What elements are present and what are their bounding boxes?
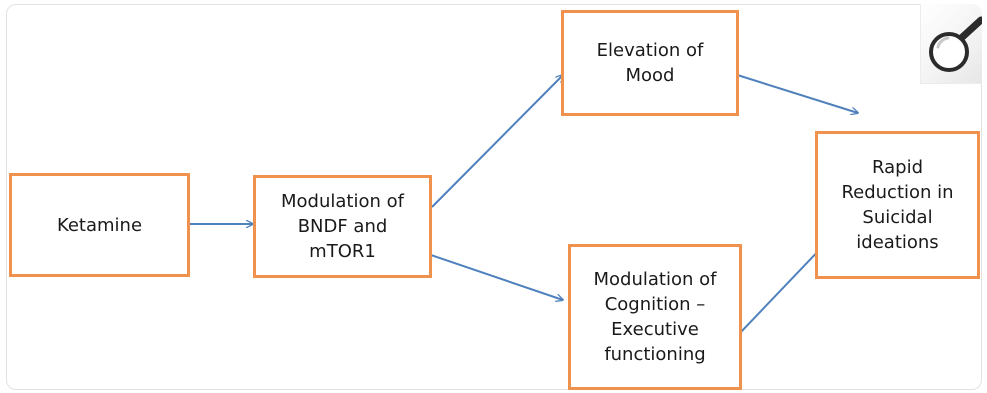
node-ketamine-label: Ketamine [56,214,143,236]
node-modulation-bndf-label: Modulation of BNDF and mTOR1 [281,191,404,262]
zoom-button[interactable] [920,4,982,84]
node-rapid-reduction-label: Rapid Reduction in Suicidal ideations [841,157,954,253]
node-elevation-mood-label: Elevation of Mood [596,40,704,86]
arrow-modulation-bndf-to-modulation-cognition [424,252,563,300]
node-modulation-bndf: Modulation of BNDF and mTOR1 [253,175,432,278]
node-modulation-cognition: Modulation of Cognition – Executive func… [568,244,742,390]
arrow-modulation-bndf-to-elevation-mood [431,75,563,208]
magnifier-icon [929,16,982,72]
node-elevation-mood: Elevation of Mood [561,10,739,116]
node-rapid-reduction: Rapid Reduction in Suicidal ideations [815,131,980,279]
node-ketamine: Ketamine [9,173,190,277]
node-modulation-cognition-label: Modulation of Cognition – Executive func… [593,269,717,365]
